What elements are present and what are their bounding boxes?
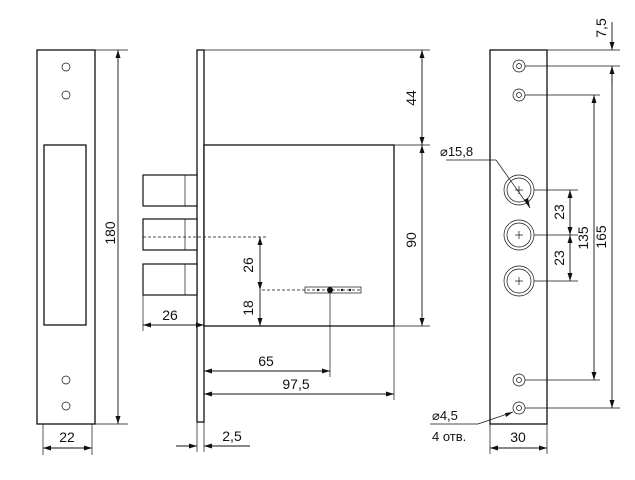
dim-text-180: 180 — [102, 221, 118, 245]
strike-screw-hole-1 — [61, 62, 71, 72]
strike-screw-hole-3 — [61, 375, 71, 385]
faceplate — [196, 49, 205, 423]
dim-text-26-horizontal: 26 — [162, 307, 178, 323]
lock-case — [203, 144, 395, 327]
dimension-case-height: 90 — [403, 145, 425, 326]
dimension-bolt-spacing: 26 — [240, 237, 263, 290]
dimension-bolt-to-key: 18 — [240, 290, 263, 326]
dimension-case-depth: 97,5 — [204, 326, 395, 400]
dim-text-90: 90 — [403, 232, 419, 248]
note-screw-hole-count: 4 отв. — [432, 429, 466, 444]
dim-text-22: 22 — [59, 429, 75, 445]
dimension-faceplate-width: 30 — [489, 424, 548, 454]
dimension-bolt-pitch-1: 23 — [551, 190, 573, 235]
dimension-strike-width: 22 — [42, 424, 93, 455]
dimension-faceplate-thickness: 2,5 — [176, 422, 250, 452]
bolt-3 — [142, 263, 198, 296]
dimension-top-hole-offset: 7,5 — [593, 18, 615, 84]
dim-text-44: 44 — [403, 90, 419, 106]
dimension-total-hole-span: 165 — [593, 66, 615, 408]
dim-text-65: 65 — [258, 353, 274, 369]
dim-text-23-lower: 23 — [551, 250, 567, 266]
dim-text-135: 135 — [575, 226, 591, 250]
dimension-backset: 65 — [203, 293, 331, 394]
strike-screw-hole-4 — [61, 401, 71, 411]
leader-screw-hole-diameter: ⌀4,5 4 отв. — [430, 408, 514, 444]
dimension-top-offset: 44 — [403, 50, 425, 145]
bolt-2 — [142, 218, 198, 251]
strike-screw-hole-2 — [61, 90, 71, 100]
dim-text-26-vertical: 26 — [240, 257, 256, 273]
dim-text-165: 165 — [593, 225, 609, 249]
keyhole — [304, 286, 362, 294]
dimension-bolt-pitch-2: 23 — [551, 235, 573, 281]
strike-plate-view — [36, 49, 96, 425]
dim-text-18: 18 — [240, 300, 256, 316]
faceplate-front — [489, 49, 548, 425]
dim-text-2-5: 2,5 — [222, 428, 242, 444]
dimension-hole-span: 135 — [575, 95, 597, 380]
leader-bolt-hole-diameter: ⌀15,8 — [440, 144, 531, 209]
dim-text-7-5: 7,5 — [593, 18, 609, 38]
faceplate-front-view — [489, 49, 548, 425]
dim-text-97-5: 97,5 — [282, 376, 309, 392]
strike-bolt-opening — [43, 144, 87, 326]
dim-text-30: 30 — [510, 429, 526, 445]
lock-body-view — [142, 49, 430, 423]
bolt-1 — [142, 174, 198, 207]
note-bolt-hole-diameter: ⌀15,8 — [440, 144, 473, 159]
bolt-hole-2 — [503, 219, 535, 251]
dim-text-23-upper: 23 — [551, 204, 567, 220]
note-screw-hole-diameter: ⌀4,5 — [432, 408, 458, 423]
dimension-strike-height: 180 — [95, 49, 128, 425]
dimension-bolt-projection: 26 — [142, 295, 204, 331]
